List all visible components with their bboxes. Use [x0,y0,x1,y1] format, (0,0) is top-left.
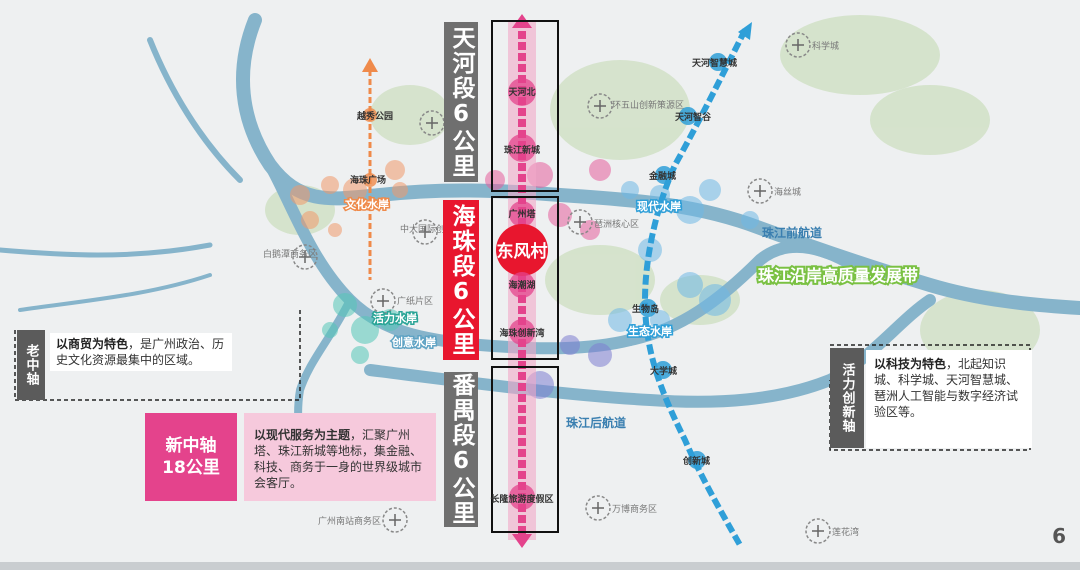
station-label-tianhe-north: 天河北 [508,86,535,98]
station-label-dongfeng-village: 东风村 [497,241,548,262]
place-label-university-town: 大学城 [650,365,677,377]
place-label-guangzhou-south-cbd: 广州南站商务区 [318,515,381,527]
station-label-haichao-lake: 海潮湖 [508,279,535,291]
river-label-culture-bank: 文化水岸 [345,197,389,211]
place-label-haisi-city: 海丝城 [774,186,801,198]
station-label-canton-tower: 广州塔 [508,208,536,220]
vital-axis-description: 以科技为特色，北起知识城、科学城、天河智慧城、琶洲人工智能与数字经济试验区等。 [866,350,1032,448]
station-dots [496,78,548,510]
river-label-vital-bank: 活力水岸 [373,311,417,325]
river-label-creative-bank: 创意水岸 [391,335,436,349]
new-axis-lead: 以现代服务为主题 [254,428,351,442]
new-axis-text: ，汇聚广州塔、珠江新城等地标，集金融、科技、商务于一身的世界级城市会客厅。 [254,428,423,490]
place-label-tianhe-smart-valley: 天河智谷 [675,111,712,123]
place-label-yuexiu-park: 越秀公园 [356,110,393,122]
vital-station-dots [639,53,727,469]
place-label-huanwushan: 环五山创新策源区 [612,99,684,111]
place-label-guangzhi-zone: 广纸片区 [397,295,433,307]
station-label-changlong-resort: 长隆旅游度假区 [490,493,553,505]
river-label-ecological-bank: 生态水岸 [628,324,672,338]
place-label-tianhe-smart-city: 天河智慧城 [692,57,737,69]
page-number: 6 [1052,524,1066,548]
station-label-zhujiang-new-town: 珠江新城 [504,144,540,156]
place-label-pazhou-core: 琶洲核心区 [594,218,639,230]
bottom-bar [0,562,1080,570]
segment-label-haizhu: 海珠段6公里 [443,200,479,360]
place-label-baietan-cbd: 白鹅潭商务区 [263,248,317,260]
place-label-innovation-city: 创新城 [682,455,710,467]
place-label-lianhua-bay: 莲花湾 [832,526,859,538]
plus-signs [299,39,824,537]
segment-boxes [491,20,559,533]
place-label-science-city: 科学城 [812,40,839,52]
new-axis-title: 新中轴 18公里 [145,413,237,501]
place-label-biological-island: 生物岛 [632,303,659,315]
new-axis-title-line1: 新中轴 [165,436,217,456]
station-label-haizhu-innovation-bay: 海珠创新湾 [499,327,544,339]
river-label-belt: 珠江沿岸高质量发展带 [758,266,918,285]
river-label-back-channel: 珠江后航道 [566,415,626,430]
old-axis-title: 老中轴 [17,330,45,400]
activity-bubbles [290,159,759,399]
new-axis-title-line2: 18公里 [162,458,220,478]
old-axis-lead: 以商贸为特色 [56,337,129,351]
segment-label-panyu: 番禺段6公里 [444,372,478,527]
vital-axis-text: ，北起知识城、科学城、天河智慧城、琶洲人工智能与数字经济试验区等。 [874,357,1019,419]
place-label-haizhu-square: 海珠广场 [350,174,386,186]
old-station-dots [363,108,377,187]
old-axis-text: ，是广州政治、历史文化资源最集中的区域。 [56,337,225,367]
old-axis-description: 以商贸为特色，是广州政治、历史文化资源最集中的区域。 [50,333,232,371]
place-label-wanbo-cbd: 万博商务区 [612,503,657,515]
plus-markers [292,32,831,544]
segment-label-tianhe: 天河段6公里 [444,22,478,182]
vital-axis-lead: 以科技为特色 [874,357,947,371]
river-label-front-channel: 珠江前航道 [762,225,822,240]
new-axis-description: 以现代服务为主题，汇聚广州塔、珠江新城等地标，集金融、科技、商务于一身的世界级城… [244,413,436,501]
river-label-modern-bank: 现代水岸 [637,199,681,213]
place-label-finance-city: 金融城 [648,170,676,182]
vital-axis-title: 活力创新轴 [830,348,864,448]
